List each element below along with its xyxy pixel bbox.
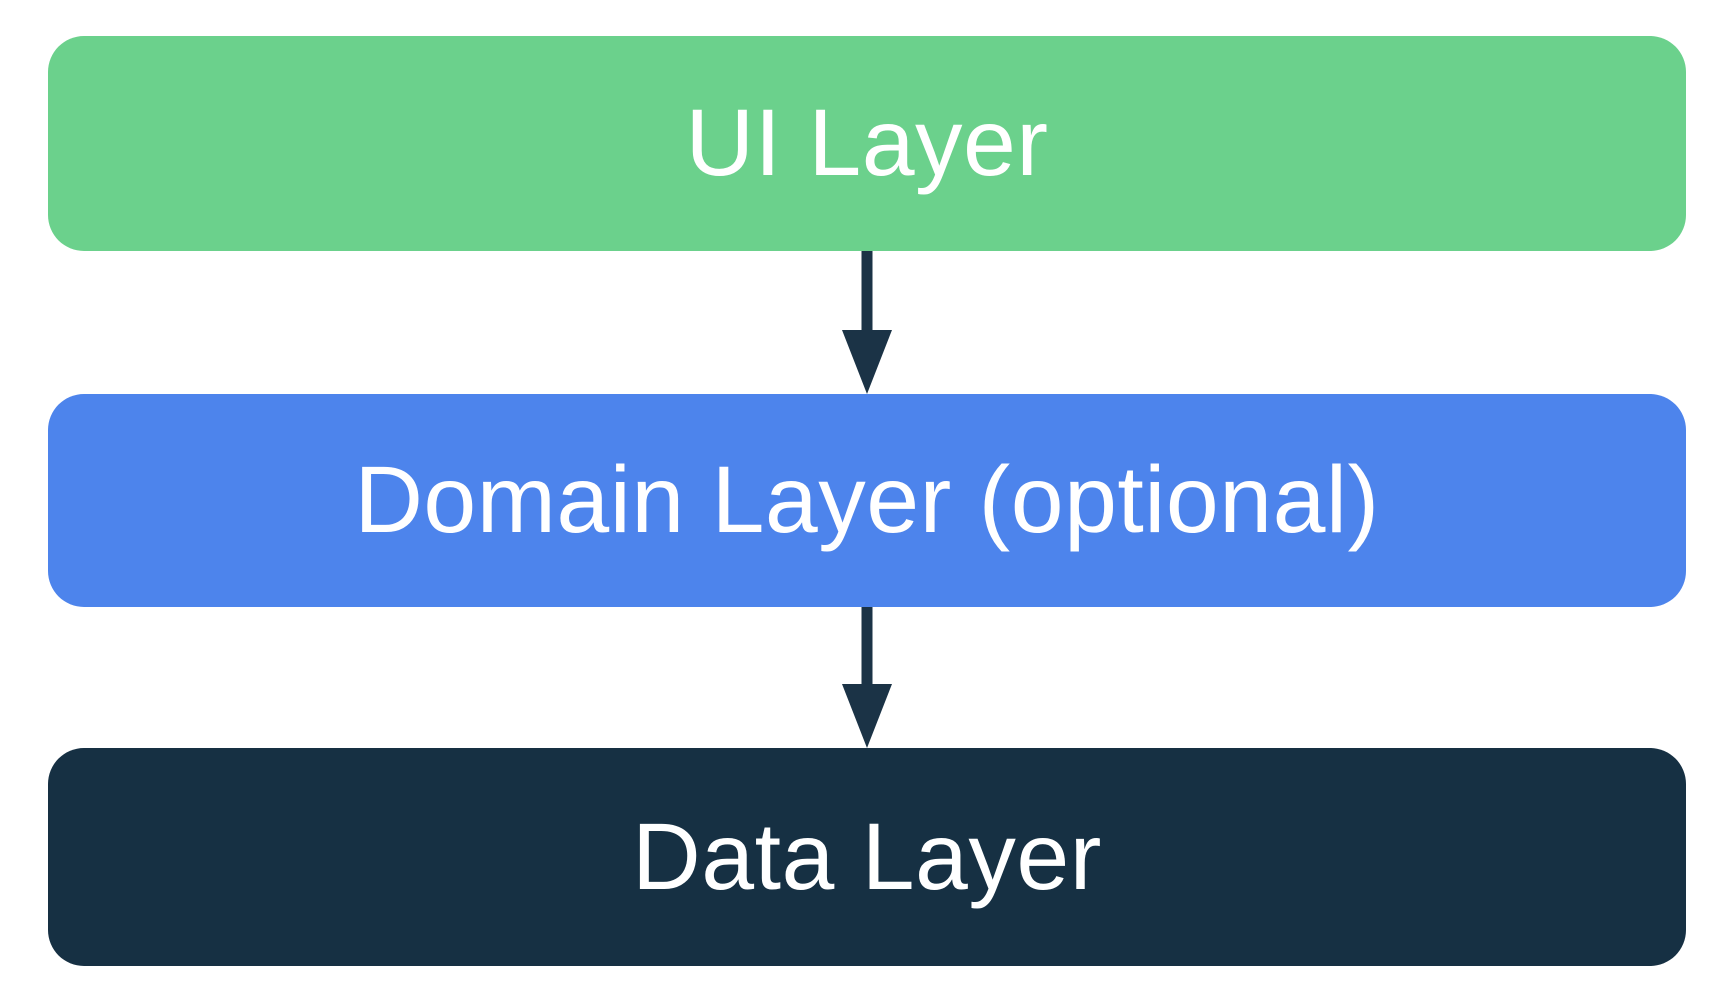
data-layer-box: Data Layer xyxy=(48,748,1686,966)
connector-domain-to-data xyxy=(837,607,897,748)
arrow-shaft xyxy=(861,251,873,335)
ui-layer-label: UI Layer xyxy=(685,90,1049,196)
arrow-head xyxy=(842,684,892,748)
connector-ui-to-domain xyxy=(837,251,897,394)
ui-layer-box: UI Layer xyxy=(48,36,1686,251)
domain-layer-box: Domain Layer (optional) xyxy=(48,394,1686,607)
data-layer-label: Data Layer xyxy=(632,803,1102,910)
arrow-down-icon xyxy=(842,607,892,748)
domain-layer-label: Domain Layer (optional) xyxy=(354,447,1380,553)
arrow-shaft xyxy=(861,607,873,689)
arrow-down-icon xyxy=(842,251,892,394)
arrow-head xyxy=(842,330,892,394)
